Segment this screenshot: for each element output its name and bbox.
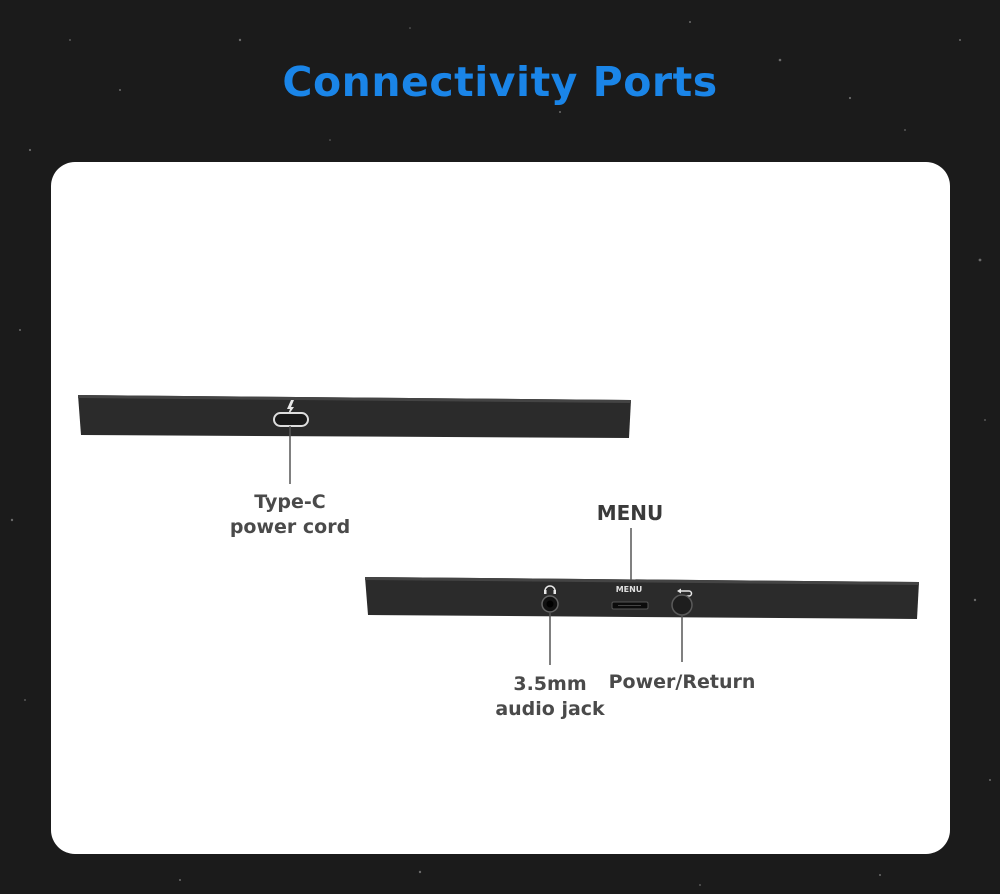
audio-jack-port [541, 595, 559, 613]
device-edge-top [78, 395, 631, 438]
type-c-label-line2: power cord [229, 516, 351, 538]
headphone-icon [544, 585, 556, 594]
audio-jack-label-line1: 3.5mm [513, 673, 587, 695]
page-title: Connectivity Ports [282, 58, 718, 106]
usb-c-port [273, 412, 309, 427]
return-arrow-icon [677, 588, 693, 597]
power-return-label: Power/Return [608, 671, 756, 693]
audio-jack-label: 3.5mm audio jack [470, 672, 630, 722]
menu-wheel [611, 601, 649, 610]
type-c-label: Type-C power cord [210, 490, 370, 540]
audio-jack-label-line2: audio jack [495, 698, 605, 720]
type-c-label-line1: Type-C [254, 491, 326, 513]
device-illustration: MENU [78, 395, 919, 665]
menu-label: MENU [596, 501, 664, 525]
device-menu-print: MENU [616, 585, 643, 594]
device-edge-bottom [365, 577, 919, 619]
ports-card: MENU Type-C power cord MENU 3.5mm audio … [51, 162, 950, 854]
power-return-button [671, 594, 693, 616]
